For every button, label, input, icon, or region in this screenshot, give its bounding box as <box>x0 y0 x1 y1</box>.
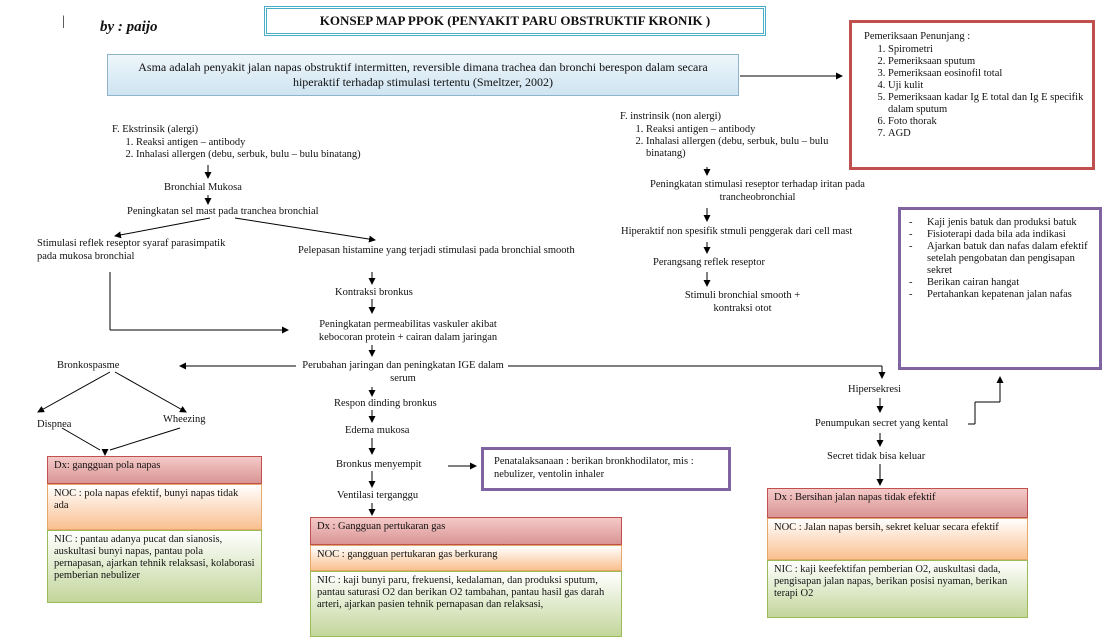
pemeriksaan-list: Spirometri Pemeriksaan sputum Pemeriksaa… <box>858 44 1086 140</box>
dx-heading: Dx : Bersihan jalan napas tidak efektif <box>767 488 1028 518</box>
node-wheezing: Wheezing <box>163 414 206 425</box>
node-stimulasi-reflek: Stimulasi reflek reseptor syaraf parasim… <box>37 238 226 262</box>
intervensi-box: Kaji jenis batuk dan produksi batuk Fisi… <box>898 207 1102 370</box>
list-item: Pemeriksaan eosinofil total <box>888 68 1086 80</box>
node-secret-tidak-keluar: Secret tidak bisa keluar <box>827 451 926 462</box>
list-item: Kaji jenis batuk dan produksi batuk <box>905 217 1093 229</box>
dx-card-pola-napas: Dx: gangguan pola napas NOC : pola napas… <box>47 456 262 603</box>
intrinsik-list: Reaksi antigen – antibody Inhalasi aller… <box>620 124 845 160</box>
node-perangsang: Perangsang reflek reseptor <box>653 257 765 268</box>
list-item: Ajarkan batuk dan nafas dalam efektif se… <box>905 241 1093 277</box>
list-item: Pertahankan kepatenan jalan nafas <box>905 289 1093 301</box>
noc-text: NOC : gangguan pertukaran gas berkurang <box>310 545 622 571</box>
list-item: Fisioterapi dada bila ada indikasi <box>905 229 1093 241</box>
list-item: Reaksi antigen – antibody <box>136 137 412 149</box>
definition-text: Asma adalah penyakit jalan napas obstruk… <box>138 60 708 89</box>
nic-text: NIC : kaji bunyi paru, frekuensi, kedala… <box>310 571 622 637</box>
list-item: Pemeriksaan sputum <box>888 56 1086 68</box>
definition-box: Asma adalah penyakit jalan napas obstruk… <box>107 54 739 96</box>
node-kontraksi-bronkus: Kontraksi bronkus <box>335 287 413 298</box>
ekstrinsik-title: F. Ekstrinsik (alergi) <box>112 124 199 135</box>
node-respon-dinding: Respon dinding bronkus <box>334 398 437 409</box>
node-stimulasi-reseptor: Peningkatan stimulasi reseptor terhadap … <box>650 179 865 203</box>
node-stimuli-smooth: Stimuli bronchial smooth + kontraksi oto… <box>684 290 801 314</box>
ekstrinsik-list: Reaksi antigen – antibody Inhalasi aller… <box>112 137 412 161</box>
node-hiperaktif: Hiperaktif non spesifik stmuli penggerak… <box>621 226 853 237</box>
intervensi-list: Kaji jenis batuk dan produksi batuk Fisi… <box>905 217 1093 301</box>
node-bronchial-mukosa: Bronchial Mukosa <box>164 182 242 193</box>
node-ventilasi: Ventilasi terganggu <box>337 490 419 501</box>
node-bronkospasme: Bronkospasme <box>57 360 120 371</box>
dx-card-pertukaran-gas: Dx : Gangguan pertukaran gas NOC : gangg… <box>310 517 622 637</box>
pemeriksaan-title: Pemeriksaan Penunjang : <box>864 31 971 42</box>
page-title: KONSEP MAP PPOK (PENYAKIT PARU OBSTRUKTI… <box>264 6 766 36</box>
noc-text: NOC : Jalan napas bersih, sekret keluar … <box>767 518 1028 560</box>
list-item: Pemeriksaan kadar Ig E total dan Ig E sp… <box>888 92 1086 116</box>
cursor-mark: | <box>62 14 65 29</box>
node-sel-mast: Peningkatan sel mast pada tranchea bronc… <box>127 206 319 217</box>
node-permeabilitas: Peningkatan permeabilitas vaskuler akiba… <box>318 319 498 343</box>
nic-text: NIC : kaji keefektifan pemberian O2, aus… <box>767 560 1028 618</box>
penatalaksanaan-text: Penatalaksanaan : berikan bronkhodilator… <box>494 456 694 480</box>
pemeriksaan-box: Pemeriksaan Penunjang : Spirometri Pemer… <box>849 20 1095 170</box>
intrinsik-block: F. instrinsik (non alergi) Reaksi antige… <box>620 111 845 160</box>
list-item: Inhalasi allergen (debu, serbuk, bulu – … <box>136 149 412 161</box>
list-item: Inhalasi allergen (debu, serbuk, bulu – … <box>646 136 845 160</box>
intrinsik-title: F. instrinsik (non alergi) <box>620 111 722 122</box>
ekstrinsik-block: F. Ekstrinsik (alergi) Reaksi antigen – … <box>112 124 412 161</box>
list-item: Uji kulit <box>888 80 1086 92</box>
node-pelepasan-histamine: Pelepasan histamine yang terjadi stimula… <box>298 245 575 256</box>
node-hipersekresi: Hipersekresi <box>848 384 902 395</box>
node-edema-mukosa: Edema mukosa <box>345 425 410 436</box>
noc-text: NOC : pola napas efektif, bunyi napas ti… <box>47 484 262 530</box>
list-item: Reaksi antigen – antibody <box>646 124 845 136</box>
node-perubahan-jaringan: Perubahan jaringan dan peningkatan IGE d… <box>302 360 504 384</box>
list-item: Foto thorak <box>888 116 1086 128</box>
list-item: Spirometri <box>888 44 1086 56</box>
node-bronkus-menyempit: Bronkus menyempit <box>336 459 422 470</box>
dx-card-bersihan-jalan-napas: Dx : Bersihan jalan napas tidak efektif … <box>767 488 1028 618</box>
list-item: Berikan cairan hangat <box>905 277 1093 289</box>
dx-heading: Dx : Gangguan pertukaran gas <box>310 517 622 545</box>
node-dispnea: Dispnea <box>37 419 72 430</box>
nic-text: NIC : pantau adanya pucat dan sianosis, … <box>47 530 262 603</box>
node-penumpukan: Penumpukan secret yang kental <box>815 418 949 429</box>
author: by : paijo <box>100 19 158 35</box>
dx-heading: Dx: gangguan pola napas <box>47 456 262 484</box>
list-item: AGD <box>888 128 1086 140</box>
penatalaksanaan-box: Penatalaksanaan : berikan bronkhodilator… <box>481 447 731 491</box>
